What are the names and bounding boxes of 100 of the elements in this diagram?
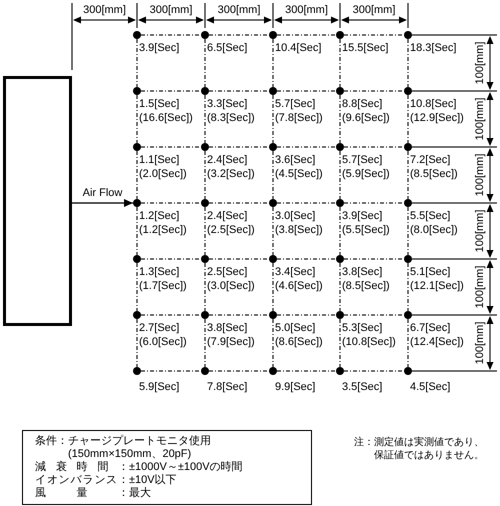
time-value: 1.1[Sec]	[139, 153, 180, 167]
time-value: 2.4[Sec]	[207, 209, 248, 223]
time-value: (12.9[Sec])	[410, 111, 464, 125]
grid-line	[140, 370, 202, 372]
time-value: 3.0[Sec]	[275, 209, 316, 223]
measurement-point	[201, 199, 209, 207]
time-value: 5.5[Sec]	[410, 209, 452, 223]
grid-line	[276, 370, 336, 372]
time-value: (1.7[Sec])	[139, 279, 187, 293]
time-value: 3.5[Sec]	[342, 380, 382, 394]
condition-value: ±10V以下	[129, 474, 177, 487]
time-value: 10.8[Sec]	[410, 97, 458, 111]
condition-key: 条件：	[35, 435, 68, 461]
grid-line	[208, 34, 270, 36]
time-value: (4.5[Sec])	[275, 167, 323, 181]
condition-key: 減衰時間：	[35, 461, 129, 474]
time-value: 2.4[Sec]	[207, 153, 248, 167]
grid-line	[208, 258, 270, 260]
dimension-label: 300[mm]	[150, 4, 192, 17]
time-value: (8.6[Sec])	[275, 335, 323, 349]
grid-line	[272, 206, 274, 256]
time-value: (6.0[Sec])	[139, 335, 187, 349]
time-value: 9.9[Sec]	[275, 380, 316, 394]
time-value: 5.7[Sec]	[342, 153, 384, 167]
time-value: (3.0[Sec])	[207, 279, 255, 293]
measurement-point	[404, 87, 412, 95]
dimension-label: 100[mm]	[474, 42, 487, 84]
measurement-point	[336, 255, 344, 263]
grid-line	[140, 202, 202, 204]
measurement-point	[336, 143, 344, 151]
measurement-point	[336, 367, 344, 375]
grid-line	[204, 262, 206, 312]
grid-line	[136, 262, 138, 312]
grid-line	[272, 150, 274, 200]
grid-line	[344, 202, 404, 204]
grid-line	[208, 90, 270, 92]
dimension-label: 300[mm]	[218, 4, 260, 17]
condition-key: イオンバランス：	[35, 474, 129, 487]
time-value: 5.0[Sec]	[275, 321, 316, 335]
grid-line	[136, 94, 138, 144]
grid-line	[140, 146, 202, 148]
measurement-point	[404, 199, 412, 207]
dimension-label: 300[mm]	[83, 4, 126, 17]
measurement-point	[201, 311, 209, 319]
note-text: 注：測定値は実測値であり、保証値ではありません。	[354, 436, 485, 462]
grid-line	[208, 314, 270, 316]
measurement-point	[201, 255, 209, 263]
measurement-point	[201, 367, 209, 375]
time-value: (1.2[Sec])	[139, 223, 187, 237]
measurement-point	[269, 367, 277, 375]
time-value: (2.5[Sec])	[207, 223, 255, 237]
time-value: (5.5[Sec])	[342, 223, 390, 237]
dimension-label: 100[mm]	[474, 154, 487, 196]
measurement-point	[133, 87, 141, 95]
time-value: (8.3[Sec])	[207, 111, 255, 125]
time-value: 5.1[Sec]	[410, 265, 452, 279]
time-value: (8.0[Sec])	[410, 223, 458, 237]
condition-value: 最大	[129, 487, 151, 500]
measurement-point	[269, 143, 277, 151]
grid-line	[204, 38, 206, 88]
measurement-point	[133, 311, 141, 319]
grid-line	[204, 318, 206, 368]
measurement-point	[133, 255, 141, 263]
time-value: 1.5[Sec]	[139, 97, 180, 111]
time-value: 10.4[Sec]	[275, 41, 322, 55]
grid-line	[272, 38, 274, 88]
time-value: 5.7[Sec]	[275, 97, 316, 111]
time-value: (9.6[Sec])	[342, 111, 390, 125]
time-value: (16.6[Sec])	[139, 111, 193, 125]
grid-line	[136, 206, 138, 256]
time-value: 6.7[Sec]	[410, 321, 452, 335]
grid-line	[204, 150, 206, 200]
grid-line	[136, 150, 138, 200]
grid-line	[140, 90, 202, 92]
grid-line	[344, 146, 404, 148]
grid-line	[272, 94, 274, 144]
measurement-point	[336, 311, 344, 319]
time-value: (10.8[Sec])	[342, 335, 396, 349]
measurement-point	[269, 87, 277, 95]
grid-line	[204, 94, 206, 144]
dimension-label: 100[mm]	[474, 266, 487, 308]
measurement-point	[404, 367, 412, 375]
grid-line	[276, 258, 336, 260]
time-value: 3.8[Sec]	[342, 265, 384, 279]
measurement-point	[269, 311, 277, 319]
dimension-label: 300[mm]	[285, 4, 328, 17]
measurement-point	[336, 31, 344, 39]
grid-line	[272, 262, 274, 312]
time-value: 5.9[Sec]	[139, 380, 180, 394]
time-value: 3.3[Sec]	[207, 97, 248, 111]
grid-line	[344, 258, 404, 260]
time-value: 2.5[Sec]	[207, 265, 248, 279]
measurement-point	[336, 87, 344, 95]
dimension-label: 100[mm]	[474, 210, 487, 252]
time-value: (12.4[Sec])	[410, 335, 464, 349]
time-value: (12.1[Sec])	[410, 279, 464, 293]
time-value: 3.8[Sec]	[207, 321, 248, 335]
time-value: 1.3[Sec]	[139, 265, 180, 279]
grid-line	[276, 202, 336, 204]
time-value: 7.8[Sec]	[207, 380, 248, 394]
